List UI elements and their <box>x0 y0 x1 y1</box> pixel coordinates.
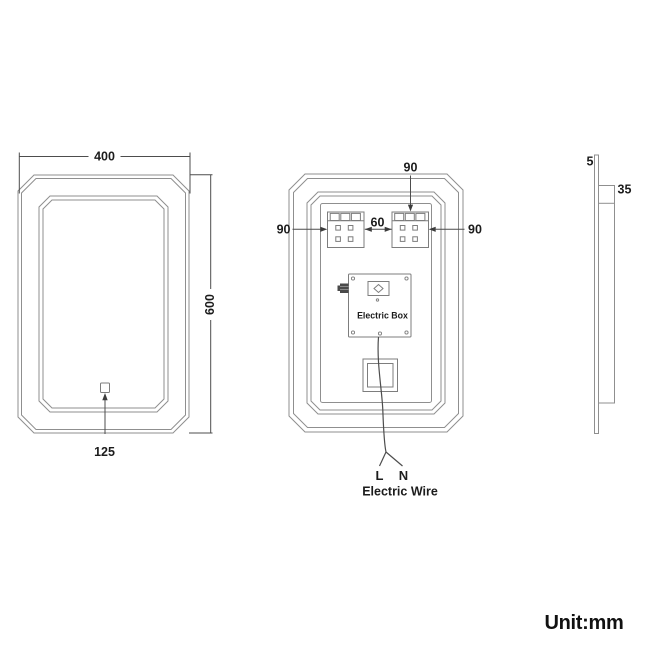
electric-box-screw-tl <box>350 276 356 281</box>
bracket-left-tab-3 <box>350 212 361 221</box>
dim-frame-depth-label: 35 <box>618 183 632 197</box>
wire-live-label: L <box>376 468 384 483</box>
bracket-right-hole-2 <box>412 225 418 231</box>
dim-bracket-gap-label: 60 <box>371 216 385 230</box>
back-frame-step-line <box>306 191 446 415</box>
dim-bracket-top-arrow-down <box>407 204 414 212</box>
electric-box-screw-tr <box>404 276 409 281</box>
front-outer-frame-line <box>17 174 190 434</box>
dim-switch-offset-label: 125 <box>94 445 115 459</box>
bracket-right-hole-4 <box>412 236 418 242</box>
bracket-left-hole-3 <box>335 236 341 242</box>
bracket-right-hole-1 <box>399 225 406 231</box>
bracket-left-tab-2 <box>340 212 351 221</box>
dim-bracket-gap-arrow-right <box>384 226 392 232</box>
electric-box-label-plate <box>367 281 390 296</box>
back-view: 90 90 60 90 Elect <box>277 161 482 499</box>
hanging-bracket-right <box>391 211 429 248</box>
electric-box: Electric Box <box>337 273 412 338</box>
bracket-right-tab-1 <box>394 212 405 221</box>
touch-switch <box>100 382 110 393</box>
electric-wire-branch-live <box>378 451 387 467</box>
electric-wire-branch-neutral <box>385 451 403 467</box>
electric-box-screw-br <box>404 330 409 335</box>
electric-box-screw-bl <box>350 330 356 335</box>
front-outer-frame-inner-line <box>21 178 186 430</box>
electric-box-logo-diamond <box>373 283 384 294</box>
bracket-left-hole-2 <box>347 225 354 231</box>
bracket-left-body <box>327 211 365 248</box>
dim-bracket-left-arrow-right <box>320 226 328 232</box>
dim-bracket-right-arrow-left <box>428 226 436 232</box>
electric-box-screw-under-plate <box>375 298 380 302</box>
dim-height-label: 600 <box>203 294 217 315</box>
back-recessed-panel <box>320 203 432 403</box>
front-led-border-inner-line <box>42 199 165 409</box>
electric-box-body <box>348 273 412 338</box>
back-frame-step-inner-line <box>310 195 442 411</box>
dim-bracket-left-label: 90 <box>277 223 291 237</box>
cable-gland-icon <box>340 283 349 293</box>
bracket-left-hole-4 <box>347 236 354 242</box>
dim-switch-arrow-up <box>102 393 108 401</box>
electric-box-label: Electric Box <box>357 311 408 321</box>
dim-bracket-gap-arrow-left <box>364 226 372 232</box>
back-outer-frame-line <box>288 173 464 433</box>
bracket-left-hole-1 <box>335 225 341 231</box>
front-led-border-line <box>38 195 169 413</box>
side-glass-profile <box>594 154 599 434</box>
dim-width-label: 400 <box>94 150 115 164</box>
junction-cutout-outer <box>362 358 398 392</box>
bracket-left-tab-1 <box>329 212 340 221</box>
dim-bracket-right-label: 90 <box>468 223 482 237</box>
bracket-right-tab-3 <box>415 212 426 221</box>
bracket-right-hole-3 <box>399 236 406 242</box>
electric-wire-main <box>377 336 387 453</box>
unit-note: Unit:mm <box>544 612 623 634</box>
dim-glass-thickness-label: 5 <box>587 155 594 169</box>
hanging-bracket-left <box>327 211 365 248</box>
dim-bracket-top-label: 90 <box>404 161 418 175</box>
wire-neutral-label: N <box>399 468 408 483</box>
front-view: 400 600 125 <box>17 150 217 459</box>
bracket-right-tab-2 <box>404 212 415 221</box>
bracket-right-body <box>391 211 429 248</box>
electric-box-screw-bottom-mid <box>377 331 383 336</box>
electric-wire-label: Electric Wire <box>362 485 438 499</box>
back-outer-frame-inner-line <box>293 178 459 428</box>
cable-gland-tip <box>337 285 340 291</box>
side-frame-profile <box>598 185 615 404</box>
side-view: 5 35 <box>587 154 632 434</box>
